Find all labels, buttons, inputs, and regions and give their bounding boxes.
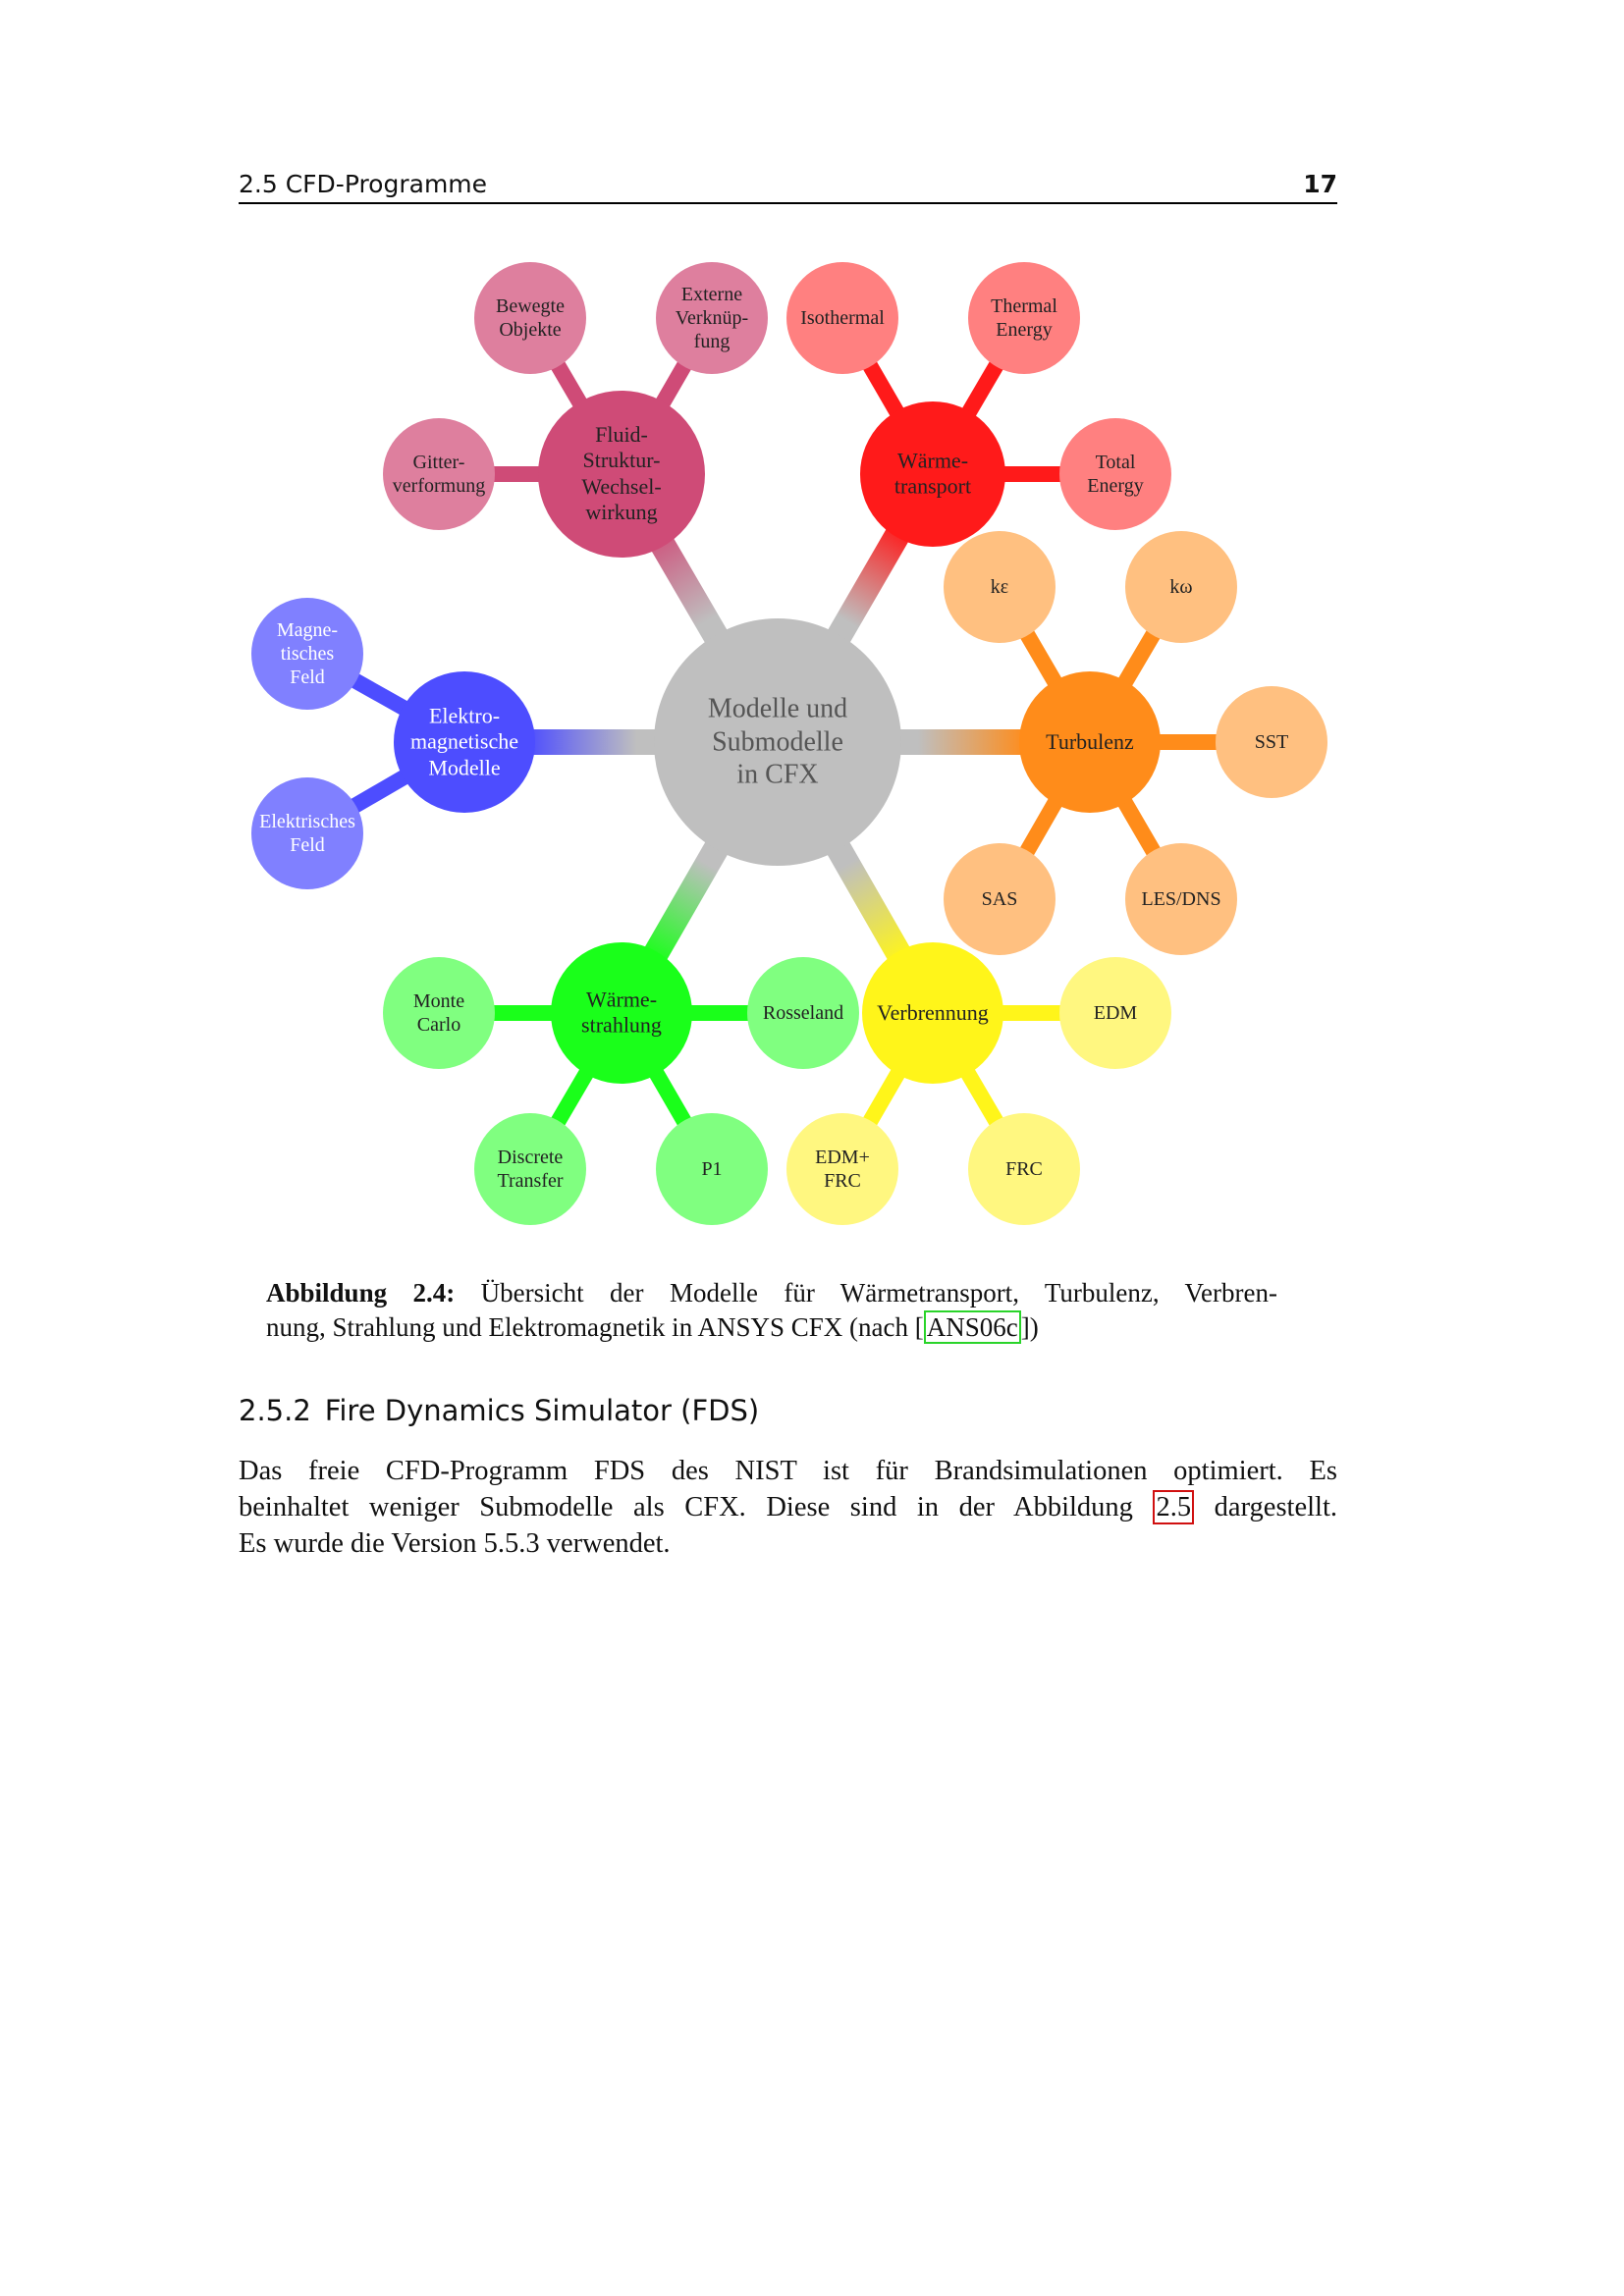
paragraph-text: beinhaltet weniger Submodelle als CFX. D… (239, 1492, 1154, 1522)
leaf-node-label: Monte Carlo (412, 990, 465, 1036)
mindmap-figure: Modelle und Submodelle in CFX Fluid- Stru… (251, 262, 1327, 1225)
leaf-node (656, 1113, 768, 1225)
leaf-node-label: Gitter- verformung (392, 452, 486, 497)
leaf-node (251, 598, 363, 710)
leaf-node (251, 777, 363, 889)
mindmap-graphic (251, 262, 1327, 1225)
body-paragraph: Das freie CFD-Programm FDS des NIST ist … (239, 1453, 1337, 1562)
figure-caption: Abbildung 2.4: Übersicht der Modelle für… (266, 1276, 1277, 1345)
branch-node (862, 942, 1003, 1084)
leaf-node-label: Total Energy (1087, 452, 1144, 497)
leaf-node (747, 957, 859, 1069)
leaf-node (944, 843, 1056, 955)
leaf-node (786, 262, 898, 374)
caption-text-end: ]) (1020, 1312, 1039, 1342)
leaf-node-label: FRC (1005, 1158, 1043, 1180)
citation-link[interactable]: ANS06c (923, 1310, 1021, 1344)
section-title: Fire Dynamics Simulator (FDS) (324, 1394, 760, 1427)
branch-node (860, 401, 1005, 547)
center-node (654, 618, 901, 866)
center-node-label: Modelle und Submodelle in CFX (707, 693, 848, 790)
branch-node (551, 942, 692, 1084)
section-number: 2.5.2 (239, 1394, 311, 1427)
leaf-node-label: Bewegte Objekte (496, 295, 565, 341)
caption-line2: nung, Strahlung und Elektromagnetik in A… (266, 1310, 1039, 1344)
leaf-node-label: kω (1169, 576, 1193, 598)
leaf-node (1125, 531, 1237, 643)
leaf-node (1059, 957, 1171, 1069)
branch-node (394, 671, 535, 813)
branch-node-label: Elektro- magnetische Modelle (410, 703, 518, 780)
caption-line1: Übersicht der Modelle für Wärmetransport… (480, 1278, 1278, 1308)
section-heading: 2.5.2 Fire Dynamics Simulator (FDS) (239, 1394, 759, 1427)
leaf-node-label: Rosseland (762, 1002, 844, 1024)
branch-node-label: Wärme- transport (893, 448, 972, 499)
leaf-node (968, 1113, 1080, 1225)
leaf-node (474, 1113, 586, 1225)
page-number: 17 (1303, 170, 1337, 198)
leaf-node (1216, 686, 1327, 798)
leaf-node-label: EDM (1093, 1002, 1138, 1024)
paragraph-line: Das freie CFD-Programm FDS des NIST ist … (239, 1456, 1337, 1486)
leaf-node-label: LES/DNS (1141, 888, 1221, 910)
leaf-node-label: Thermal Energy (991, 295, 1057, 341)
leaf-node (968, 262, 1080, 374)
paragraph-text: dargestellt. (1194, 1492, 1337, 1522)
leaf-node-label: Externe Verknüp- fung (675, 284, 749, 352)
leaf-node (383, 418, 495, 530)
leaf-node (944, 531, 1056, 643)
leaf-node-label: EDM+ FRC (815, 1147, 870, 1192)
running-header: 2.5 CFD-Programme 17 (239, 165, 1337, 204)
leaf-node (383, 957, 495, 1069)
leaf-node-label: Discrete Transfer (497, 1147, 564, 1192)
leaf-node-label: Elektrisches Feld (259, 811, 355, 856)
caption-label: Abbildung 2.4: (266, 1278, 456, 1308)
branch-node (538, 391, 705, 558)
paragraph-line: beinhaltet weniger Submodelle als CFX. D… (239, 1489, 1337, 1525)
paragraph-line: Es wurde die Version 5.5.3 verwendet. (239, 1528, 671, 1559)
branch-node-label: Turbulenz (1046, 728, 1134, 754)
leaf-node-label: SST (1254, 731, 1289, 753)
branch-node-label: Verbrennung (877, 999, 989, 1025)
header-section: 2.5 CFD-Programme (239, 170, 488, 198)
branch-node (1019, 671, 1161, 813)
caption-text: nung, Strahlung und Elektromagnetik in A… (266, 1312, 924, 1342)
leaf-node-label: SAS (981, 888, 1018, 910)
figure-reference-link[interactable]: 2.5 (1153, 1490, 1195, 1524)
leaf-node (786, 1113, 898, 1225)
leaf-node-label: P1 (701, 1158, 723, 1180)
leaf-node (1059, 418, 1171, 530)
leaf-node (474, 262, 586, 374)
branch-node-label: Wärme- strahlung (581, 987, 662, 1038)
leaf-node-label: kε (990, 576, 1009, 598)
leaf-node-label: Magne- tisches Feld (276, 619, 339, 688)
leaf-node-label: Isothermal (800, 307, 885, 329)
leaf-node (1125, 843, 1237, 955)
leaf-node (656, 262, 768, 374)
branch-node-label: Fluid- Struktur- Wechsel- wirkung (581, 422, 662, 525)
